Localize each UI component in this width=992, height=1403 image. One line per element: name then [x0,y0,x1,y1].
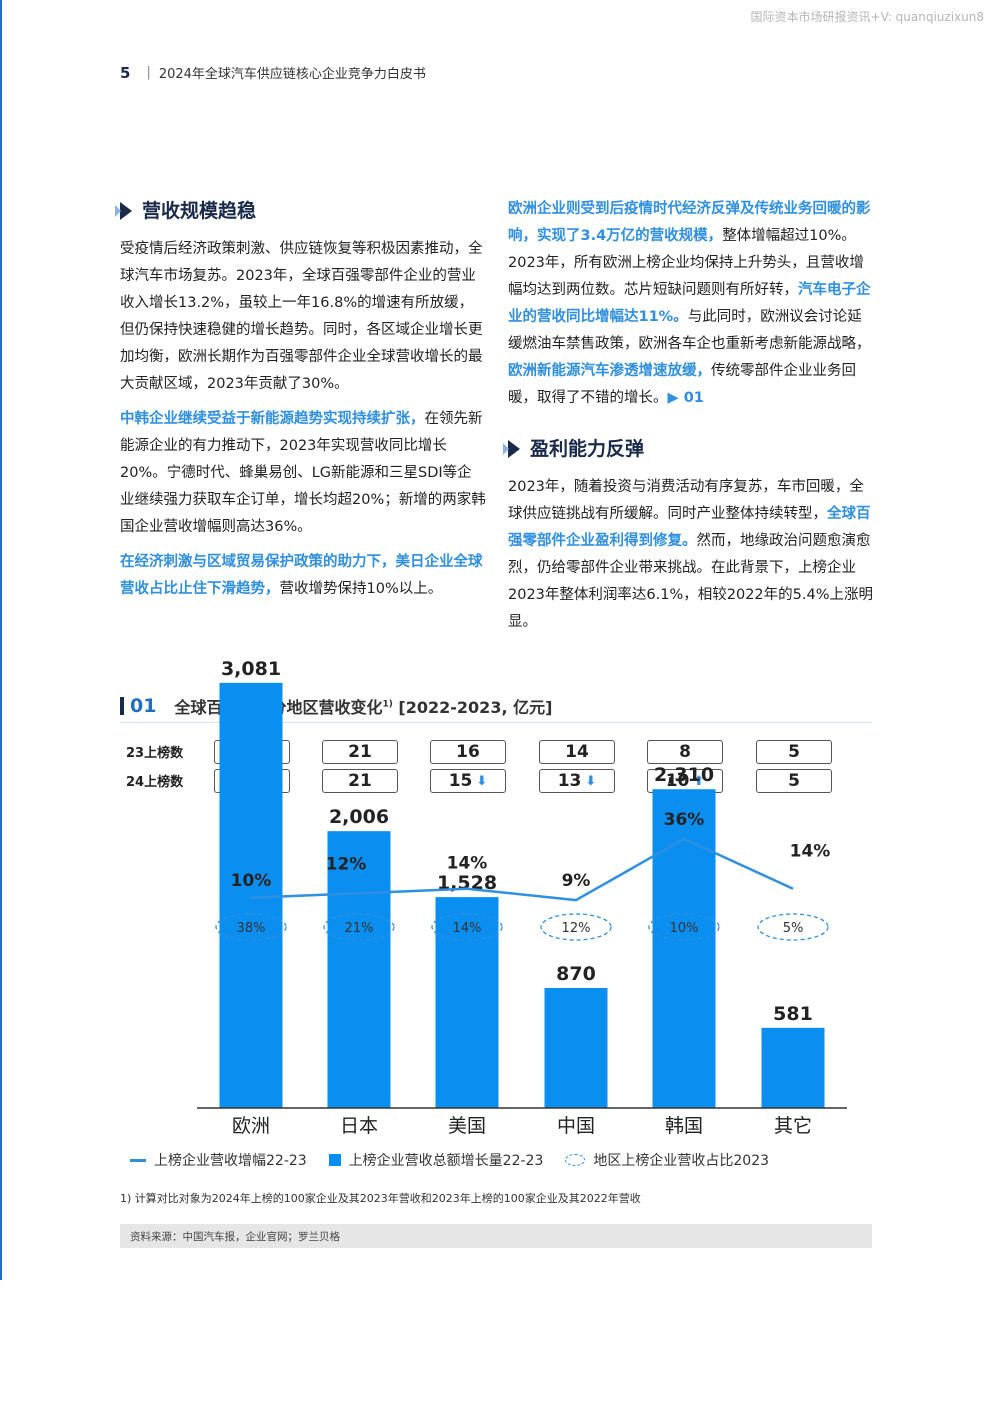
growth-label: 12% [326,854,367,874]
bar [761,1027,825,1108]
share-ellipse [648,913,720,941]
growth-label: 14% [790,842,831,862]
arrow-up-icon: ⬆ [693,773,705,789]
growth-label: 14% [447,854,488,874]
bar [219,682,283,1108]
share-ellipse [323,913,395,941]
line-swatch-icon [130,1158,146,1162]
legend-item-bar: 上榜企业营收总额增长量22-23 [328,1150,543,1170]
growth-label: 36% [664,810,705,830]
count-box: 15⬇ [430,769,506,793]
share-ellipse [757,913,829,941]
dashed-ellipse-icon [565,1154,586,1166]
count-box: 13⬇ [539,769,615,793]
share-label: 14% [453,921,482,936]
section-title-revenue: 营收规模趋稳 [115,196,486,226]
share-label: 21% [345,921,374,936]
share-ellipse [431,913,503,941]
bar-value-label: 2,310 [654,764,714,786]
source-note: 资料来源：中国汽车报，企业官网；罗兰贝格 [120,1224,872,1248]
bar [327,831,391,1108]
bar-value-label: 870 [556,963,596,985]
triangle-icon [115,202,132,220]
paragraph: 受疫情后经济政策刺激、供应链恢复等积极因素推动，全球汽车市场复苏。2023年，全… [120,241,483,392]
figure-ref-link[interactable]: ▶ 01 [667,390,704,406]
category-label: 韩国 [665,1115,703,1137]
bar-value-label: 3,081 [221,658,281,680]
header-separator: | [146,65,151,80]
share-label: 5% [783,921,804,936]
count-box: 5 [756,769,832,793]
count-box: 21 [322,769,398,793]
square-swatch-icon [328,1154,341,1166]
paragraph: 2023年，随着投资与消费活动有序复苏，车市回暖，全球供应链挑战有所缓解。同时产… [508,479,873,630]
count-box: 8 [647,740,723,764]
growth-label: 10% [231,871,272,891]
growth-label: 9% [562,871,591,891]
doc-title: 2024年全球汽车供应链核心企业竞争力白皮书 [158,67,426,82]
bar-value-label: 2,006 [329,806,389,828]
legend-item-ellipse: 地区上榜企业营收占比2023 [565,1150,769,1170]
count-box: 10⬆ [647,769,723,793]
figure-number: 01 [130,695,157,717]
figure-marker [120,697,124,715]
page-number: 5 [120,63,131,82]
category-label: 中国 [557,1115,595,1137]
left-column: 营收规模趋稳 受疫情后经济政策刺激、供应链恢复等积极因素推动，全球汽车市场复苏。… [115,196,486,611]
row-label-2023: 23上榜数 [126,746,184,761]
paragraph: 中韩企业继续受益于新能源趋势实现持续扩张，在领先新能源企业的有力推动下，2023… [120,411,486,535]
watermark: 国际资本市场研报资讯+V: quanqiuzixun8 [750,10,984,24]
paragraph: 欧洲企业则受到后疫情时代经济反弹及传统业务回暖的影响，实现了3.4万亿的营收规模… [508,201,871,406]
left-edge-rule [0,0,2,1280]
category-label: 日本 [340,1115,378,1137]
count-box: 21 [322,740,398,764]
category-label: 其它 [774,1115,812,1137]
bar-value-label: 581 [773,1003,813,1025]
count-box: 5 [756,740,832,764]
share-label: 38% [237,921,266,936]
share-label: 12% [562,921,591,936]
section-title-profit: 盈利能力反弹 [503,434,874,464]
paragraph: 在经济刺激与区域贸易保护政策的助力下，美日企业全球营收占比止住下滑趋势，营收增势… [120,554,483,597]
triangle-icon [503,440,520,458]
footnote: 1) 计算对比对象为2024年上榜的100家企业及其2023年营收和2023年上… [120,1192,641,1205]
bar [652,789,716,1108]
bar [544,987,608,1108]
arrow-down-icon: ⬇ [476,773,488,789]
count-box: 16 [430,740,506,764]
legend-item-line: 上榜企业营收增幅22-23 [130,1150,307,1170]
row-label-2024: 24上榜数 [126,775,184,790]
growth-line [250,837,794,902]
right-column: 欧洲企业则受到后疫情时代经济反弹及传统业务回暖的影响，实现了3.4万亿的营收规模… [503,196,874,644]
bar [435,897,499,1108]
share-ellipse [540,913,612,941]
share-label: 10% [670,921,699,936]
category-label: 美国 [448,1115,486,1137]
chart-legend: 上榜企业营收增幅22-23 上榜企业营收总额增长量22-23 地区上榜企业营收占… [130,1150,791,1170]
category-label: 欧洲 [232,1115,270,1137]
arrow-down-icon: ⬇ [585,773,597,789]
share-ellipse [215,913,287,941]
count-box: 14 [539,740,615,764]
page-header: 5 | 2024年全球汽车供应链核心企业竞争力白皮书 [120,63,426,83]
